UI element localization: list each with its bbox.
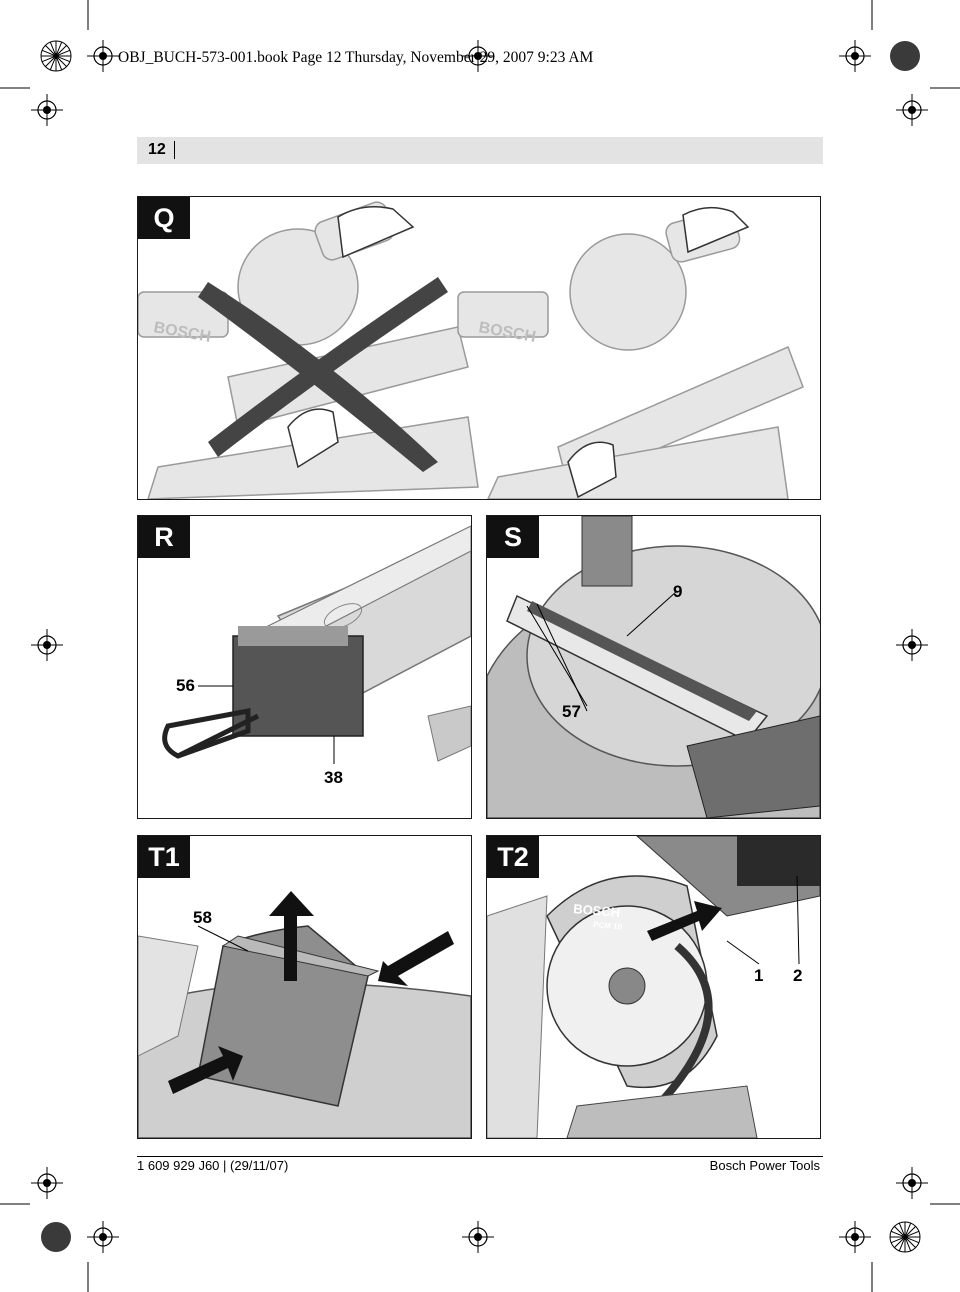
figure-r-label: R bbox=[138, 516, 190, 558]
callout-9: 9 bbox=[673, 582, 683, 601]
figure-q-label: Q bbox=[138, 197, 190, 239]
callout-1: 1 bbox=[754, 966, 764, 985]
figure-t1-illustration bbox=[138, 891, 471, 1138]
figure-q-illustration: BOSCH BOSCH bbox=[138, 201, 804, 499]
page-number-bar: 12 bbox=[137, 137, 823, 164]
blade-guard-model: PCM 10 bbox=[593, 920, 623, 932]
page-number: 12 bbox=[148, 141, 166, 158]
page-number-divider bbox=[174, 141, 175, 159]
callout-57: 57 bbox=[562, 702, 581, 721]
figure-t2-illustration: BOSCH PCM 10 bbox=[487, 836, 820, 1138]
callout-38: 38 bbox=[324, 768, 343, 787]
footer-doc-ref: 1 609 929 J60 | (29/11/07) bbox=[137, 1158, 289, 1173]
footer-rule bbox=[137, 1156, 823, 1157]
figure-t2: BOSCH PCM 10 T2 1 2 bbox=[486, 835, 821, 1139]
figure-s: S 9 57 bbox=[486, 515, 821, 819]
callout-56: 56 bbox=[176, 676, 195, 695]
figure-s-label: S bbox=[487, 516, 539, 558]
figure-t1-label: T1 bbox=[138, 836, 190, 878]
footer-publisher: Bosch Power Tools bbox=[709, 1158, 820, 1173]
figure-q: BOSCH BOSCH Q bbox=[137, 196, 821, 500]
callout-58: 58 bbox=[193, 908, 212, 927]
print-header: OBJ_BUCH-573-001.book Page 12 Thursday, … bbox=[118, 49, 594, 66]
blade-guard-brand: BOSCH bbox=[573, 901, 621, 920]
figure-r-illustration bbox=[162, 525, 471, 764]
figure-t1: T1 58 bbox=[137, 835, 472, 1139]
callout-2: 2 bbox=[793, 966, 803, 985]
figure-t2-label: T2 bbox=[487, 836, 539, 878]
figure-r: R 56 38 bbox=[137, 515, 472, 819]
figure-s-illustration bbox=[487, 516, 820, 818]
